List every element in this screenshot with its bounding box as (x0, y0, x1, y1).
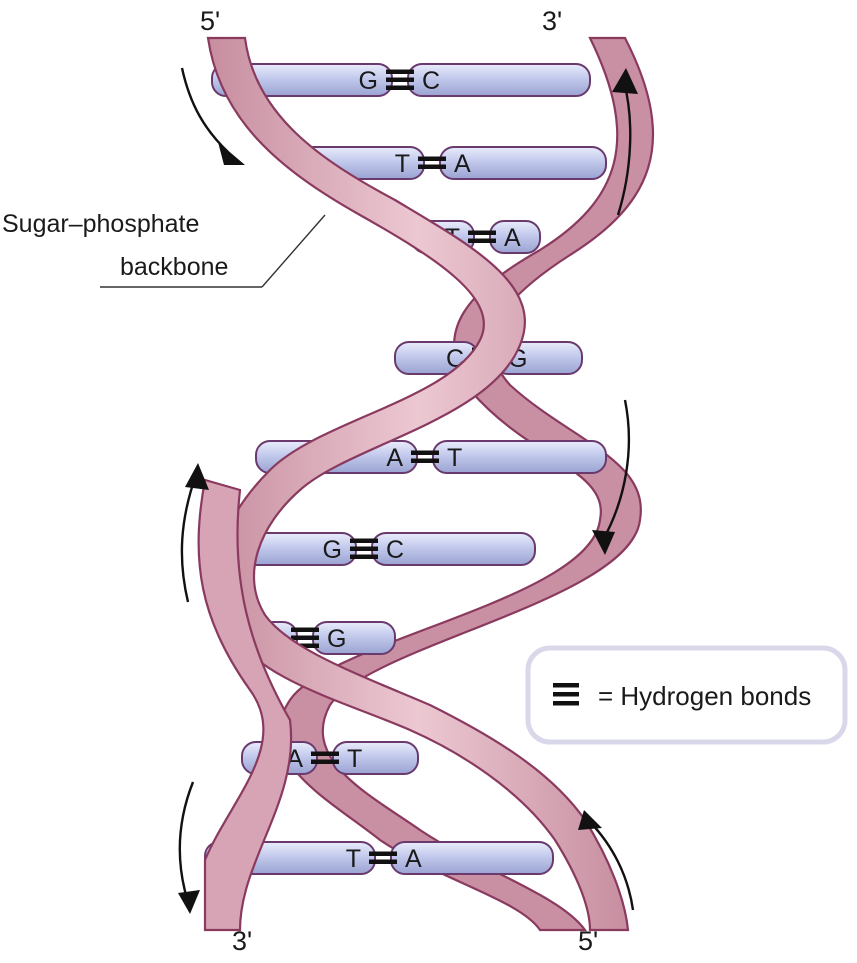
direction-arrows (178, 67, 635, 911)
base-rung-right (432, 440, 607, 474)
legend: = Hydrogen bonds (525, 645, 848, 745)
hydrogen-bond-bar (418, 156, 446, 161)
hydrogen-bond-bar (411, 458, 439, 463)
base-right-label: C (386, 536, 404, 564)
label-5-prime-top: 5' (200, 6, 220, 36)
hydrogen-bond-bar (350, 538, 378, 543)
hydrogen-bond-bar (291, 627, 319, 632)
arrowhead-1 (218, 142, 245, 165)
hydrogen-bond-bar (411, 450, 439, 455)
base-left-label: A (386, 444, 403, 472)
arrow-bottom-right-up (589, 821, 635, 911)
hydrogen-bond-icon (553, 683, 579, 706)
hydrogen-bond-bar (418, 164, 446, 169)
arrowhead-2 (612, 68, 638, 94)
label-5-prime-bottom: 5' (578, 926, 598, 956)
base-rung-right (390, 841, 554, 875)
base-left-label: T (346, 845, 361, 873)
arrowhead-4 (185, 463, 209, 490)
arrowhead-3 (592, 530, 615, 555)
base-right-label: C (422, 67, 440, 95)
backbone-callout: Sugar–phosphate backbone (2, 210, 326, 288)
hydrogen-bond-bar (291, 643, 319, 648)
backbone-strand-left (197, 478, 293, 932)
base-right-label: A (504, 224, 521, 252)
arrowhead-5 (178, 890, 200, 914)
base-right-label: T (347, 745, 362, 773)
base-left-label: G (323, 536, 342, 564)
hydrogen-bond-bar (350, 546, 378, 551)
legend-box (525, 645, 848, 745)
hydrogen-bond-bar (311, 759, 339, 764)
base-right-label: G (327, 625, 346, 653)
base-rung-right (332, 741, 419, 775)
label-3-prime-bottom: 3' (232, 926, 252, 956)
hydrogen-bond-bar (468, 230, 496, 235)
hydrogen-bond-bar (291, 635, 319, 640)
callout-line-2: backbone (120, 253, 228, 281)
hydrogen-bond-bar (350, 554, 378, 559)
arrowheads (178, 68, 638, 914)
hydrogen-bond-bar (468, 238, 496, 243)
base-right-label: T (447, 444, 462, 472)
base-rung-right (489, 220, 541, 254)
legend-label: = Hydrogen bonds (598, 681, 811, 711)
base-left-label: G (359, 67, 378, 95)
hydrogen-bond-bar (386, 69, 414, 74)
arrow-mid-right-down (601, 399, 631, 541)
arrowhead-6 (578, 810, 602, 830)
hydrogen-bond-bar (386, 85, 414, 90)
backbone-strand-front (206, 36, 630, 932)
base-rung-right (312, 621, 396, 655)
base-rung-right (439, 146, 607, 180)
base-right-label: A (454, 150, 471, 178)
label-3-prime-top: 3' (542, 6, 562, 36)
hydrogen-bond-bar (369, 851, 397, 856)
hydrogen-bond-bar (369, 859, 397, 864)
arrow-mid-left-up (180, 474, 198, 603)
base-left-label: T (395, 150, 410, 178)
hydrogen-bond-bar (311, 751, 339, 756)
hydrogen-bond-bar (386, 77, 414, 82)
arrow-bottom-left-down (178, 781, 195, 903)
base-right-label: A (405, 845, 422, 873)
arrow-top-right-up (616, 81, 632, 216)
callout-line-1: Sugar–phosphate (2, 210, 199, 238)
